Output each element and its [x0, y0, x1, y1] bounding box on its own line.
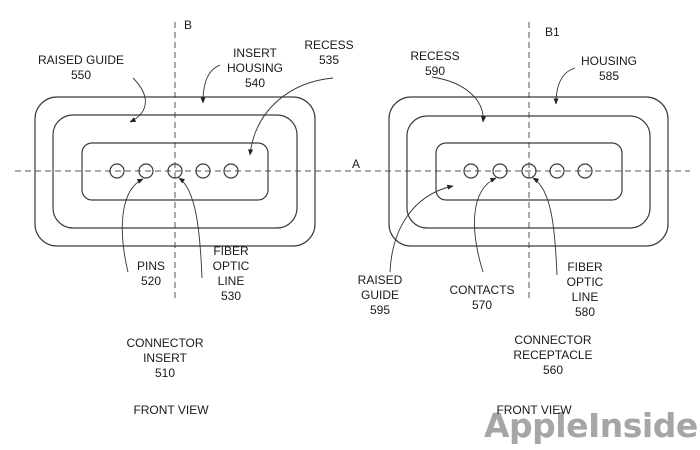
contact — [577, 163, 593, 179]
contact — [492, 163, 508, 179]
callout-text: PINS — [136, 259, 166, 273]
callout-number: 520 — [140, 274, 162, 288]
leader-insert-housing-540 — [200, 64, 221, 104]
callout-contacts-570: CONTACTS 570 — [449, 283, 514, 313]
leader-raised-guide-595 — [389, 184, 454, 273]
leader-pins-520 — [121, 178, 144, 273]
callout-recess-590: RECESS 590 — [410, 49, 459, 79]
title-connector-insert: CONNECTOR INSERT 510 — [126, 336, 203, 381]
title-number: 510 — [154, 366, 176, 380]
recess-outline — [81, 142, 269, 201]
callout-housing-585: HOUSING 585 — [581, 54, 637, 84]
callout-number: 570 — [471, 298, 493, 312]
raised-guide-outline — [435, 142, 623, 201]
callout-recess-535: RECESS 535 — [304, 38, 353, 68]
recess-outline — [406, 115, 651, 229]
callout-text: RECESS — [410, 49, 460, 63]
callout-text: RAISED GUIDE — [37, 53, 125, 67]
title-text: RECEPTACLE — [513, 348, 593, 362]
fiber-optic-contact — [521, 163, 537, 179]
callout-number: 580 — [574, 305, 596, 319]
callout-fiber-optic-line-530: FIBER OPTIC LINE 530 — [213, 244, 250, 304]
callout-number: 535 — [318, 53, 340, 67]
leader-fiber-optic-530 — [178, 177, 203, 279]
callout-raised-guide-550: RAISED GUIDE 550 — [38, 53, 124, 83]
leader-housing-585 — [553, 67, 576, 105]
appleinsider-watermark: AppleInsider — [484, 406, 700, 445]
title-connector-receptacle: CONNECTOR RECEPTACLE 560 — [513, 333, 592, 378]
axis-label-b1: B1 — [545, 25, 560, 39]
leader-fiber-optic-580 — [532, 177, 558, 276]
title-text: INSERT — [143, 351, 187, 365]
callout-text: HOUSING — [226, 61, 284, 75]
callout-number: 585 — [598, 69, 620, 83]
callout-number: 595 — [369, 303, 391, 317]
callout-number: 590 — [424, 64, 446, 78]
front-view-label-right: FRONT VIEW — [496, 403, 572, 417]
pin — [109, 163, 125, 179]
callout-fiber-optic-line-580: FIBER OPTIC LINE 580 — [567, 260, 604, 320]
pin — [223, 163, 239, 179]
leader-raised-guide-550 — [129, 77, 146, 123]
title-text: CONNECTOR — [514, 333, 592, 347]
callout-text: INSERT — [233, 46, 277, 60]
callout-text: FIBER — [567, 260, 603, 274]
callout-number: 530 — [220, 289, 242, 303]
callout-text: OPTIC — [566, 275, 604, 289]
callout-insert-housing-540: INSERT HOUSING 540 — [227, 46, 283, 91]
leader-contacts-570 — [474, 177, 497, 273]
contact — [549, 163, 565, 179]
pin — [138, 163, 154, 179]
housing-outline — [388, 96, 669, 247]
front-view-label-left: FRONT VIEW — [133, 403, 209, 417]
leader-recess-590 — [431, 76, 487, 123]
contact — [463, 163, 479, 179]
connector-insert — [34, 96, 316, 247]
leader-recess-535 — [248, 77, 334, 156]
fiber-optic-pin — [167, 163, 183, 179]
callout-text: LINE — [571, 290, 599, 304]
callout-number: 550 — [70, 68, 92, 82]
pin — [195, 163, 211, 179]
insert-housing-outline — [34, 96, 316, 247]
axis-label-a: A — [352, 157, 361, 171]
callout-text: FIBER — [213, 244, 249, 258]
callout-text: RECESS — [304, 38, 354, 52]
callout-text: CONTACTS — [449, 283, 515, 297]
callout-text: OPTIC — [212, 259, 250, 273]
axis-label-b: B — [184, 18, 193, 32]
callout-text: GUIDE — [360, 288, 399, 302]
callout-text: LINE — [217, 274, 245, 288]
title-text: CONNECTOR — [126, 336, 204, 350]
callout-text: HOUSING — [580, 54, 638, 68]
connector-receptacle — [388, 96, 669, 247]
callout-text: RAISED — [357, 273, 403, 287]
raised-guide-outline — [52, 114, 298, 229]
callout-pins-520: PINS 520 — [137, 259, 165, 289]
callout-raised-guide-595: RAISED GUIDE 595 — [358, 273, 403, 318]
title-number: 560 — [542, 363, 564, 377]
callout-number: 540 — [244, 76, 266, 90]
